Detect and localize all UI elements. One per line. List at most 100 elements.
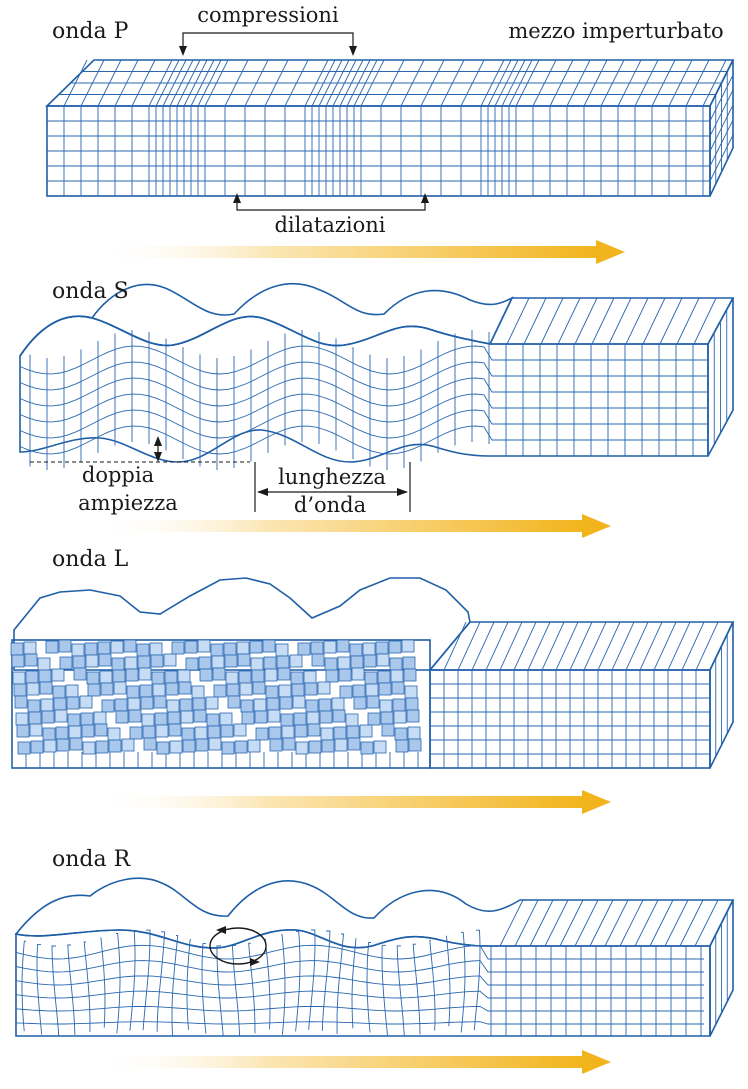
- r-grid-vertical: [321, 930, 331, 1032]
- l-cube: [66, 696, 80, 710]
- l-cube: [239, 682, 253, 696]
- r-grid-vertical: [396, 945, 405, 1036]
- l-cube: [289, 654, 303, 668]
- l-cube: [56, 738, 70, 752]
- wavelength-label-line2: d’onda: [294, 493, 366, 517]
- l-cube: [177, 669, 191, 683]
- l-cube: [365, 683, 379, 697]
- l-cube: [324, 657, 338, 671]
- l-cube: [395, 739, 409, 753]
- l-top-grid-line: [457, 621, 481, 671]
- l-cube: [93, 711, 107, 725]
- l-cube: [364, 671, 378, 685]
- l-top-grid-line: [471, 621, 495, 671]
- amplitude-label-line1: doppia: [82, 463, 154, 487]
- l-block-top-left: [13, 577, 471, 671]
- l-cube: [97, 641, 111, 655]
- l-cube: [281, 725, 295, 739]
- l-cube: [254, 710, 268, 724]
- r-grid-vertical: [308, 929, 316, 1031]
- l-cube: [191, 685, 205, 699]
- r-grid-vertical: [473, 929, 481, 1031]
- l-top-grid-line: [569, 621, 593, 671]
- compressions-arrow-right: [349, 46, 357, 56]
- r-block-top: [14, 877, 735, 949]
- l-cube: [393, 710, 407, 724]
- l-cube: [278, 684, 292, 698]
- l-cube: [255, 727, 269, 741]
- r-top-grid-line: [694, 899, 719, 947]
- l-cube: [68, 725, 82, 739]
- r-top-grid-line: [499, 899, 524, 947]
- l-cube: [79, 695, 93, 709]
- l-cube: [164, 670, 178, 684]
- l-cube: [379, 699, 393, 713]
- l-cube: [226, 683, 240, 697]
- l-cube: [72, 655, 86, 669]
- l-cube: [211, 655, 225, 669]
- l-cube: [52, 685, 66, 699]
- s-grid-horizontal: [19, 409, 708, 439]
- l-cube: [84, 642, 98, 656]
- r-grid-vertical: [186, 939, 191, 1030]
- s-top-grid-line: [591, 297, 615, 345]
- l-cube: [352, 684, 366, 698]
- l-cube: [310, 641, 324, 655]
- l-cube: [192, 697, 206, 711]
- r-grid-vertical: [381, 944, 388, 1036]
- l-cube: [151, 671, 165, 685]
- r-top-grid-line: [679, 899, 704, 947]
- l-top-grid-line: [443, 621, 467, 671]
- l-cube: [339, 685, 353, 699]
- s-wave-title: onda S: [52, 279, 129, 304]
- l-cube: [26, 682, 40, 696]
- l-cube: [290, 671, 304, 685]
- l-cube: [182, 739, 196, 753]
- l-cube: [292, 695, 306, 709]
- s-top-grid-line: [574, 297, 598, 345]
- l-cube: [405, 697, 419, 711]
- l-cube: [149, 642, 163, 656]
- l-cube: [331, 697, 345, 711]
- l-cube: [129, 726, 143, 740]
- r-top-grid-line: [589, 899, 614, 947]
- l-top-grid-line: [485, 621, 509, 671]
- l-cube: [87, 683, 101, 697]
- wavelength-arrowhead-left: [257, 488, 268, 496]
- l-cube: [11, 654, 25, 668]
- l-cube: [152, 683, 166, 697]
- p-side-grid-line: [709, 74, 734, 122]
- l-cube: [41, 710, 55, 724]
- l-cube: [367, 712, 381, 726]
- s-wave-block: [19, 282, 735, 470]
- l-cube: [179, 698, 193, 712]
- l-top-grid-line: [639, 621, 663, 671]
- wavelength-label-line1: lunghezza: [278, 465, 386, 489]
- r-top-grid-line: [574, 899, 599, 947]
- l-cube: [168, 723, 182, 737]
- compressions-label: compressioni: [197, 3, 339, 27]
- l-cube: [277, 667, 291, 681]
- l-cube: [98, 653, 112, 667]
- r-grid-vertical: [460, 931, 466, 1033]
- s-block-top: [19, 297, 735, 357]
- l-cube: [154, 712, 168, 726]
- l-cube: [14, 695, 28, 709]
- l-cube: [375, 641, 389, 655]
- l-cube: [311, 653, 325, 667]
- s-top-grid-line: [506, 297, 530, 345]
- l-cube: [110, 640, 124, 654]
- l-cube: [94, 723, 108, 737]
- l-cube: [391, 681, 405, 695]
- l-wave-title: onda L: [52, 547, 129, 572]
- compressions-bracket: [182, 32, 354, 52]
- l-cube: [280, 713, 294, 727]
- l-cube: [184, 640, 198, 654]
- l-cube: [51, 668, 65, 682]
- l-wave-block: [10, 577, 735, 769]
- r-grid-horizontal: [15, 944, 704, 960]
- s-grid-horizontal: [19, 377, 708, 407]
- l-cube: [17, 741, 31, 755]
- r-block-front: [15, 929, 711, 1037]
- particle-orbit-ellipse: [209, 927, 267, 965]
